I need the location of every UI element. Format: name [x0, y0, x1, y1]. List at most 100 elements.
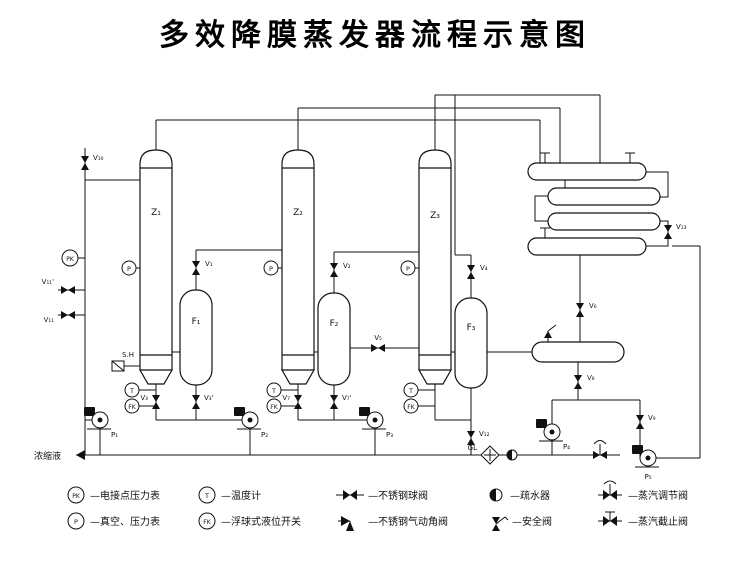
valve-v1: [192, 261, 200, 275]
page-title: 多效降膜蒸发器流程示意图: [159, 18, 591, 53]
svg-text:—浮球式液位开关: —浮球式液位开关: [221, 515, 301, 528]
legend-item-float-level-switch: FK —浮球式液位开关: [198, 512, 301, 530]
legend: PK —电接点压力表 T —温度计 —不锈钢球阀 —疏水器: [67, 480, 688, 531]
svg-text:T: T: [271, 387, 276, 395]
svg-text:—电接点压力表: —电接点压力表: [90, 489, 160, 502]
legend-item-stop-valve: —蒸汽截止阀: [598, 511, 688, 528]
condenser-4: [527, 237, 647, 256]
svg-text:T: T: [129, 387, 134, 395]
label-v13: V₁₃: [676, 223, 687, 231]
piping: [58, 94, 701, 459]
svg-text:FK: FK: [407, 404, 415, 411]
svg-text:—安全阀: —安全阀: [512, 515, 552, 528]
valve-v9: [636, 415, 644, 429]
valve-v7p: [330, 395, 338, 409]
label-v12: V₁₂: [479, 430, 490, 438]
pump-p5: [632, 445, 659, 468]
column-z3: Z₃: [417, 149, 453, 385]
condenser-bank: [527, 162, 661, 256]
label-v4: V₄: [480, 264, 488, 272]
level-switch-z1: FK: [124, 398, 156, 414]
label-v6: V₆: [589, 302, 597, 310]
regulating-valve-symbol: [593, 440, 607, 459]
level-switch-z2: FK: [266, 398, 298, 414]
label-v3p: V₃': [204, 394, 214, 402]
svg-text:—疏水器: —疏水器: [510, 489, 550, 502]
legend-item-steam-trap: —疏水器: [489, 488, 550, 502]
steam-heater: S.H: [111, 351, 134, 372]
concentrate-outlet: 浓缩液: [34, 450, 85, 462]
label-v7p: V₇': [342, 394, 352, 402]
label-sh: S.H: [122, 351, 134, 359]
valve-v11p: [61, 286, 75, 294]
svg-text:P: P: [74, 518, 78, 526]
svg-text:—真空、压力表: —真空、压力表: [90, 515, 160, 528]
label-f1: F₁: [192, 317, 201, 327]
valve-v6: [576, 303, 584, 317]
label-v9: V₉: [648, 414, 656, 422]
svg-text:P: P: [269, 265, 273, 273]
valve-v4: [467, 265, 475, 279]
svg-text:T: T: [408, 387, 413, 395]
label-pk: PK: [66, 256, 75, 263]
label-p3: P₃: [386, 431, 393, 439]
legend-item-regulating-valve: —蒸汽调节阀: [598, 480, 688, 502]
label-v8: V₈: [587, 374, 595, 382]
thermometer-z3: T: [403, 382, 435, 398]
steam-trap-symbol: [506, 449, 518, 461]
gauge-p-z1: P: [121, 260, 140, 276]
condenser-1: [527, 162, 647, 181]
svg-text:FK: FK: [270, 404, 278, 411]
legend-item-angle-valve: —不锈钢气动角阀: [338, 515, 448, 531]
label-z2: Z₂: [293, 208, 303, 218]
svg-text:T: T: [204, 492, 209, 500]
svg-text:P: P: [127, 265, 131, 273]
valve-labels: V₁₀ V₁₁' V₁₁ V₁ V₂ V₄ V₅ V₆ V₁₃ V₃ V₃' V…: [42, 154, 687, 438]
column-z2: Z₂: [280, 149, 316, 385]
label-v11: V₁₁: [44, 316, 55, 324]
gauge-pk: PK: [61, 249, 79, 267]
safety-valve-symbol: [544, 324, 557, 338]
valve-v10: [81, 156, 89, 170]
valve-v12: [467, 431, 475, 445]
valve-v2: [330, 263, 338, 277]
svg-text:—温度计: —温度计: [221, 489, 261, 502]
valve-v3p: [192, 395, 200, 409]
condensate-tank: [531, 341, 625, 363]
separator-f1: F₁: [179, 289, 213, 386]
label-v3: V₃: [140, 394, 148, 402]
gauge-p-z2: P: [263, 260, 282, 276]
svg-text:FK: FK: [203, 519, 211, 526]
valves: [61, 156, 672, 445]
valve-v3: [152, 395, 160, 409]
label-p2: P₂: [261, 431, 268, 439]
separator-f3: F₃: [454, 297, 488, 389]
svg-text:—不锈钢气动角阀: —不锈钢气动角阀: [368, 515, 448, 528]
label-v7: V₇: [282, 394, 290, 402]
valve-v11: [61, 311, 75, 319]
thermometer-z1: T: [124, 382, 156, 398]
valve-v13: [664, 225, 672, 239]
pump-p4: [536, 419, 563, 442]
column-z1: Z₁: [138, 149, 174, 385]
label-z3: Z₃: [430, 211, 440, 221]
label-v1: V₁: [205, 260, 213, 268]
legend-item-safety-valve: —安全阀: [492, 515, 552, 531]
valve-v5: [371, 344, 385, 352]
legend-item-pk-gauge: PK —电接点压力表: [67, 486, 160, 504]
svg-text:PK: PK: [72, 493, 81, 500]
label-p5: P₅: [644, 473, 651, 481]
svg-text:P: P: [406, 265, 410, 273]
label-v5: V₅: [374, 334, 382, 342]
legend-item-thermometer: T —温度计: [198, 486, 261, 504]
svg-text:—蒸汽截止阀: —蒸汽截止阀: [628, 515, 688, 528]
label-f2: F₂: [330, 319, 339, 329]
pump-p1: [84, 407, 111, 430]
gauge-p-z3: P: [400, 260, 419, 276]
label-p1: P₁: [111, 431, 118, 439]
label-gl: GL: [468, 444, 477, 452]
svg-text:FK: FK: [128, 404, 136, 411]
separator-f2: F₂: [317, 292, 351, 386]
